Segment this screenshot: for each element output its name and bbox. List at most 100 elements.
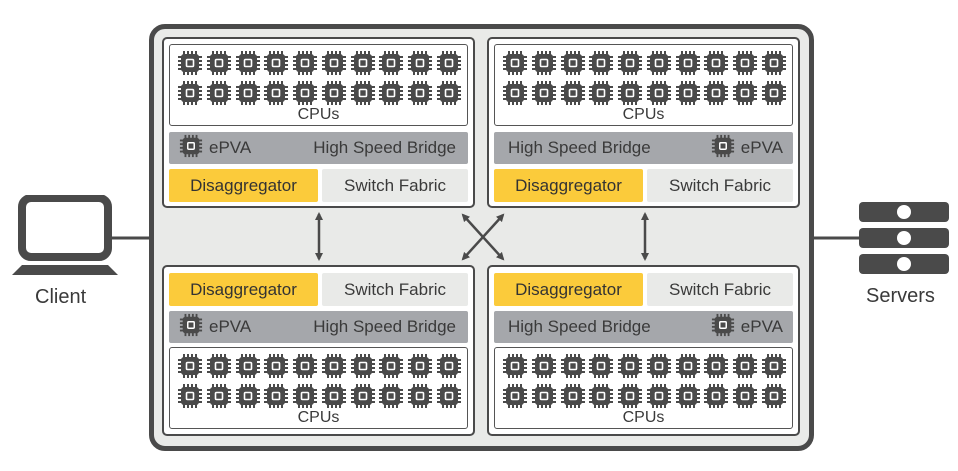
high-speed-bridge: ePVA High Speed Bridge bbox=[169, 132, 468, 164]
cpu-chip-icon bbox=[321, 51, 346, 75]
cpu-chip-icon bbox=[293, 354, 318, 378]
cpu-chip-icon bbox=[264, 384, 289, 408]
cpu-chip-icon bbox=[732, 354, 757, 378]
cpu-chip-icon bbox=[379, 81, 404, 105]
epva-label: ePVA bbox=[740, 317, 783, 336]
cpus-label: CPUs bbox=[622, 409, 665, 426]
cpu-chip-icon bbox=[560, 354, 585, 378]
cpu-chip-icon bbox=[732, 51, 757, 75]
cpu-chip-icon bbox=[711, 313, 735, 342]
cpu-chip-icon bbox=[761, 51, 786, 75]
cpu-chip-icon bbox=[407, 354, 432, 378]
cpu-chip-icon bbox=[532, 354, 557, 378]
cpu-chip-icon bbox=[589, 81, 614, 105]
cpu-grid bbox=[176, 50, 463, 106]
disaggregator-block: Disaggregator bbox=[494, 169, 643, 202]
cpus-label: CPUs bbox=[297, 409, 340, 426]
epva-group: ePVA bbox=[179, 134, 251, 163]
cpu-chip-icon bbox=[178, 354, 203, 378]
cpu-chip-icon bbox=[532, 51, 557, 75]
cpu-chip-icon bbox=[646, 81, 671, 105]
cpu-chip-icon bbox=[179, 313, 203, 342]
high-speed-bridge: ePVA High Speed Bridge bbox=[169, 311, 468, 343]
cpu-chip-icon bbox=[178, 51, 203, 75]
cpu-chip-icon bbox=[503, 81, 528, 105]
cpu-grid bbox=[501, 50, 788, 106]
cpu-chip-icon bbox=[436, 354, 461, 378]
cpu-chip-icon bbox=[503, 384, 528, 408]
cpu-chip-icon bbox=[560, 81, 585, 105]
cpu-chip-icon bbox=[532, 81, 557, 105]
epva-label: ePVA bbox=[209, 317, 252, 336]
cpu-chip-icon bbox=[675, 81, 700, 105]
cpu-grid bbox=[176, 353, 463, 409]
cpu-chip-icon bbox=[503, 51, 528, 75]
cpus-label: CPUs bbox=[297, 106, 340, 123]
cpu-chip-icon bbox=[503, 354, 528, 378]
bridge-label: High Speed Bridge bbox=[508, 138, 651, 157]
epva-label: ePVA bbox=[209, 138, 252, 157]
high-speed-bridge: High Speed Bridge ePVA bbox=[494, 132, 793, 164]
disaggregator-block: Disaggregator bbox=[169, 169, 318, 202]
cpu-chip-icon bbox=[732, 384, 757, 408]
cpu-box: CPUs bbox=[169, 44, 468, 126]
cpu-chip-icon bbox=[646, 354, 671, 378]
cpu-chip-icon bbox=[675, 354, 700, 378]
node-top-left: CPUs ePVA High Speed Bridge Disaggregato… bbox=[162, 37, 475, 208]
cpu-chip-icon bbox=[732, 81, 757, 105]
bridge-label: High Speed Bridge bbox=[508, 317, 651, 336]
cpu-chip-icon bbox=[178, 384, 203, 408]
cpu-chip-icon bbox=[436, 51, 461, 75]
high-speed-bridge: High Speed Bridge ePVA bbox=[494, 311, 793, 343]
cpu-box: CPUs bbox=[494, 347, 793, 429]
cpu-chip-icon bbox=[761, 384, 786, 408]
cpu-chip-icon bbox=[407, 51, 432, 75]
cpu-chip-icon bbox=[207, 51, 232, 75]
disaggregator-block: Disaggregator bbox=[169, 273, 318, 306]
servers-label: Servers bbox=[866, 285, 935, 307]
cpu-chip-icon bbox=[761, 354, 786, 378]
client-label: Client bbox=[35, 286, 87, 308]
cpu-chip-icon bbox=[704, 81, 729, 105]
cpu-chip-icon bbox=[675, 51, 700, 75]
cpu-chip-icon bbox=[207, 81, 232, 105]
cpu-chip-icon bbox=[618, 51, 643, 75]
cpu-chip-icon bbox=[407, 384, 432, 408]
cpu-chip-icon bbox=[711, 134, 735, 163]
cpu-chip-icon bbox=[560, 51, 585, 75]
cpu-chip-icon bbox=[321, 384, 346, 408]
cpu-chip-icon bbox=[436, 81, 461, 105]
switch-fabric-block: Switch Fabric bbox=[647, 273, 793, 306]
epva-label: ePVA bbox=[740, 138, 783, 157]
cpu-chip-icon bbox=[618, 354, 643, 378]
cpu-chip-icon bbox=[618, 81, 643, 105]
node-bottom-right: Disaggregator Switch Fabric High Speed B… bbox=[487, 265, 800, 436]
cpu-chip-icon bbox=[618, 384, 643, 408]
cpu-chip-icon bbox=[350, 81, 375, 105]
cpu-chip-icon bbox=[321, 354, 346, 378]
cpu-chip-icon bbox=[350, 384, 375, 408]
node-bottom-left: Disaggregator Switch Fabric ePVA High Sp… bbox=[162, 265, 475, 436]
switch-fabric-block: Switch Fabric bbox=[322, 273, 468, 306]
disaggregator-block: Disaggregator bbox=[494, 273, 643, 306]
switch-fabric-block: Switch Fabric bbox=[647, 169, 793, 202]
laptop-icon bbox=[12, 195, 118, 275]
cpu-chip-icon bbox=[321, 81, 346, 105]
cpu-chip-icon bbox=[235, 354, 260, 378]
epva-group: ePVA bbox=[179, 313, 251, 342]
cpus-label: CPUs bbox=[622, 106, 665, 123]
node-components-row: Disaggregator Switch Fabric bbox=[169, 273, 468, 306]
node-components-row: Disaggregator Switch Fabric bbox=[494, 273, 793, 306]
server-rack-icon bbox=[859, 202, 949, 274]
cpu-chip-icon bbox=[379, 384, 404, 408]
cpu-chip-icon bbox=[293, 51, 318, 75]
cpu-chip-icon bbox=[532, 384, 557, 408]
cpu-chip-icon bbox=[235, 81, 260, 105]
cpu-grid bbox=[501, 353, 788, 409]
node-components-row: Disaggregator Switch Fabric bbox=[494, 169, 793, 202]
node-top-right: CPUs High Speed Bridge ePVA Disaggregato… bbox=[487, 37, 800, 208]
cpu-chip-icon bbox=[704, 51, 729, 75]
cpu-chip-icon bbox=[264, 354, 289, 378]
epva-group: ePVA bbox=[711, 134, 783, 163]
cpu-box: CPUs bbox=[494, 44, 793, 126]
